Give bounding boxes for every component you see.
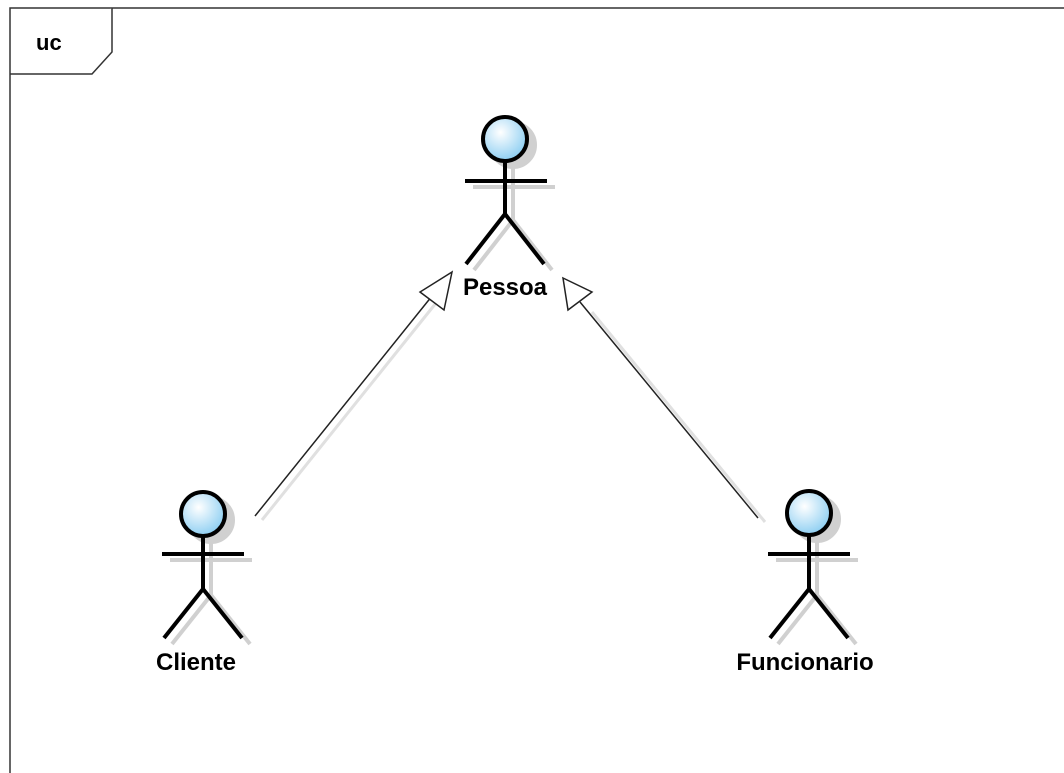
diagram-frame: uc — [9, 7, 1064, 773]
actor-head — [179, 490, 227, 538]
actor-label-cliente: Cliente — [156, 649, 236, 676]
actor-figure — [768, 489, 850, 640]
generalization-funcionario-pessoa[interactable] — [562, 276, 767, 523]
actor-funcionario[interactable]: Funcionario — [736, 489, 874, 676]
actor-head — [481, 115, 529, 163]
actor-figure — [162, 490, 244, 640]
actor-head — [785, 489, 833, 537]
generalization-cliente-pessoa[interactable] — [254, 270, 454, 521]
actor-cliente[interactable]: Cliente — [156, 490, 252, 676]
actor-label-pessoa: Pessoa — [463, 274, 548, 301]
frame-label: uc — [36, 30, 62, 55]
actor-label-funcionario: Funcionario — [736, 649, 873, 676]
actor-figure — [464, 115, 547, 266]
actor-pessoa[interactable]: Pessoa — [463, 115, 555, 301]
